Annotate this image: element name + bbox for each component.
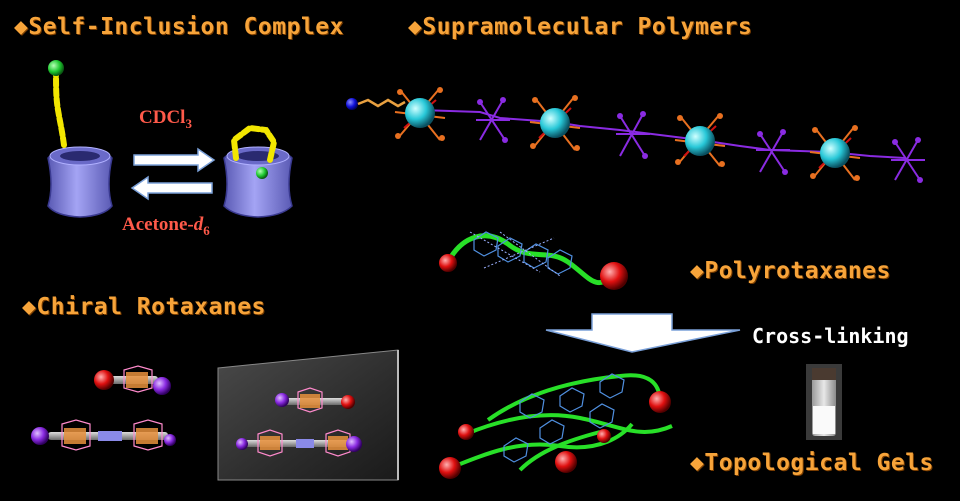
solvent-acetone-text: Acetone-	[122, 214, 194, 235]
equilibrium-arrows	[130, 147, 216, 201]
heading-supramolecular-polymers: ◆Supramolecular Polymers	[408, 14, 753, 40]
supramolecular-polymer-chain	[346, 87, 925, 183]
chiral-rotaxane-short	[94, 365, 171, 395]
cyclodextrin-self-included-form	[223, 124, 293, 218]
crosslinking-label: Cross-linking	[752, 324, 909, 348]
polyrotaxane-model	[439, 231, 628, 290]
chiral-rotaxane-mirror-short	[275, 387, 355, 413]
polymer-unit-4	[809, 125, 925, 183]
chiral-rotaxane-mirror-long	[236, 429, 362, 457]
heading-polyrotaxanes: ◆Polyrotaxanes	[690, 258, 891, 284]
heading-topological-gels: ◆Topological Gels	[690, 450, 934, 476]
cyclodextrin-open-form	[47, 60, 113, 218]
gel-vial-photo	[806, 364, 842, 440]
polymer-unit-3	[674, 113, 790, 175]
heading-self-inclusion-complex: ◆Self-Inclusion Complex	[14, 14, 344, 40]
solvent-cdcl-subscript: 3	[185, 115, 192, 131]
polymer-unit-2	[529, 95, 650, 159]
solvent-acetone-subscript: 6	[203, 222, 210, 238]
polymer-unit-1	[394, 87, 510, 143]
crosslinking-arrow	[545, 313, 741, 353]
topological-gel-network	[439, 373, 673, 479]
solvent-label-acetone-d6: Acetone-d6	[122, 214, 210, 239]
heading-chiral-rotaxanes: ◆Chiral Rotaxanes	[22, 294, 266, 320]
mirror-panel	[217, 349, 399, 481]
solvent-label-cdcl3: CDCl3	[139, 107, 192, 132]
solvent-acetone-italic: d	[193, 214, 204, 235]
solvent-cdcl-text: CDCl	[139, 107, 186, 128]
chiral-rotaxane-long	[31, 419, 176, 451]
